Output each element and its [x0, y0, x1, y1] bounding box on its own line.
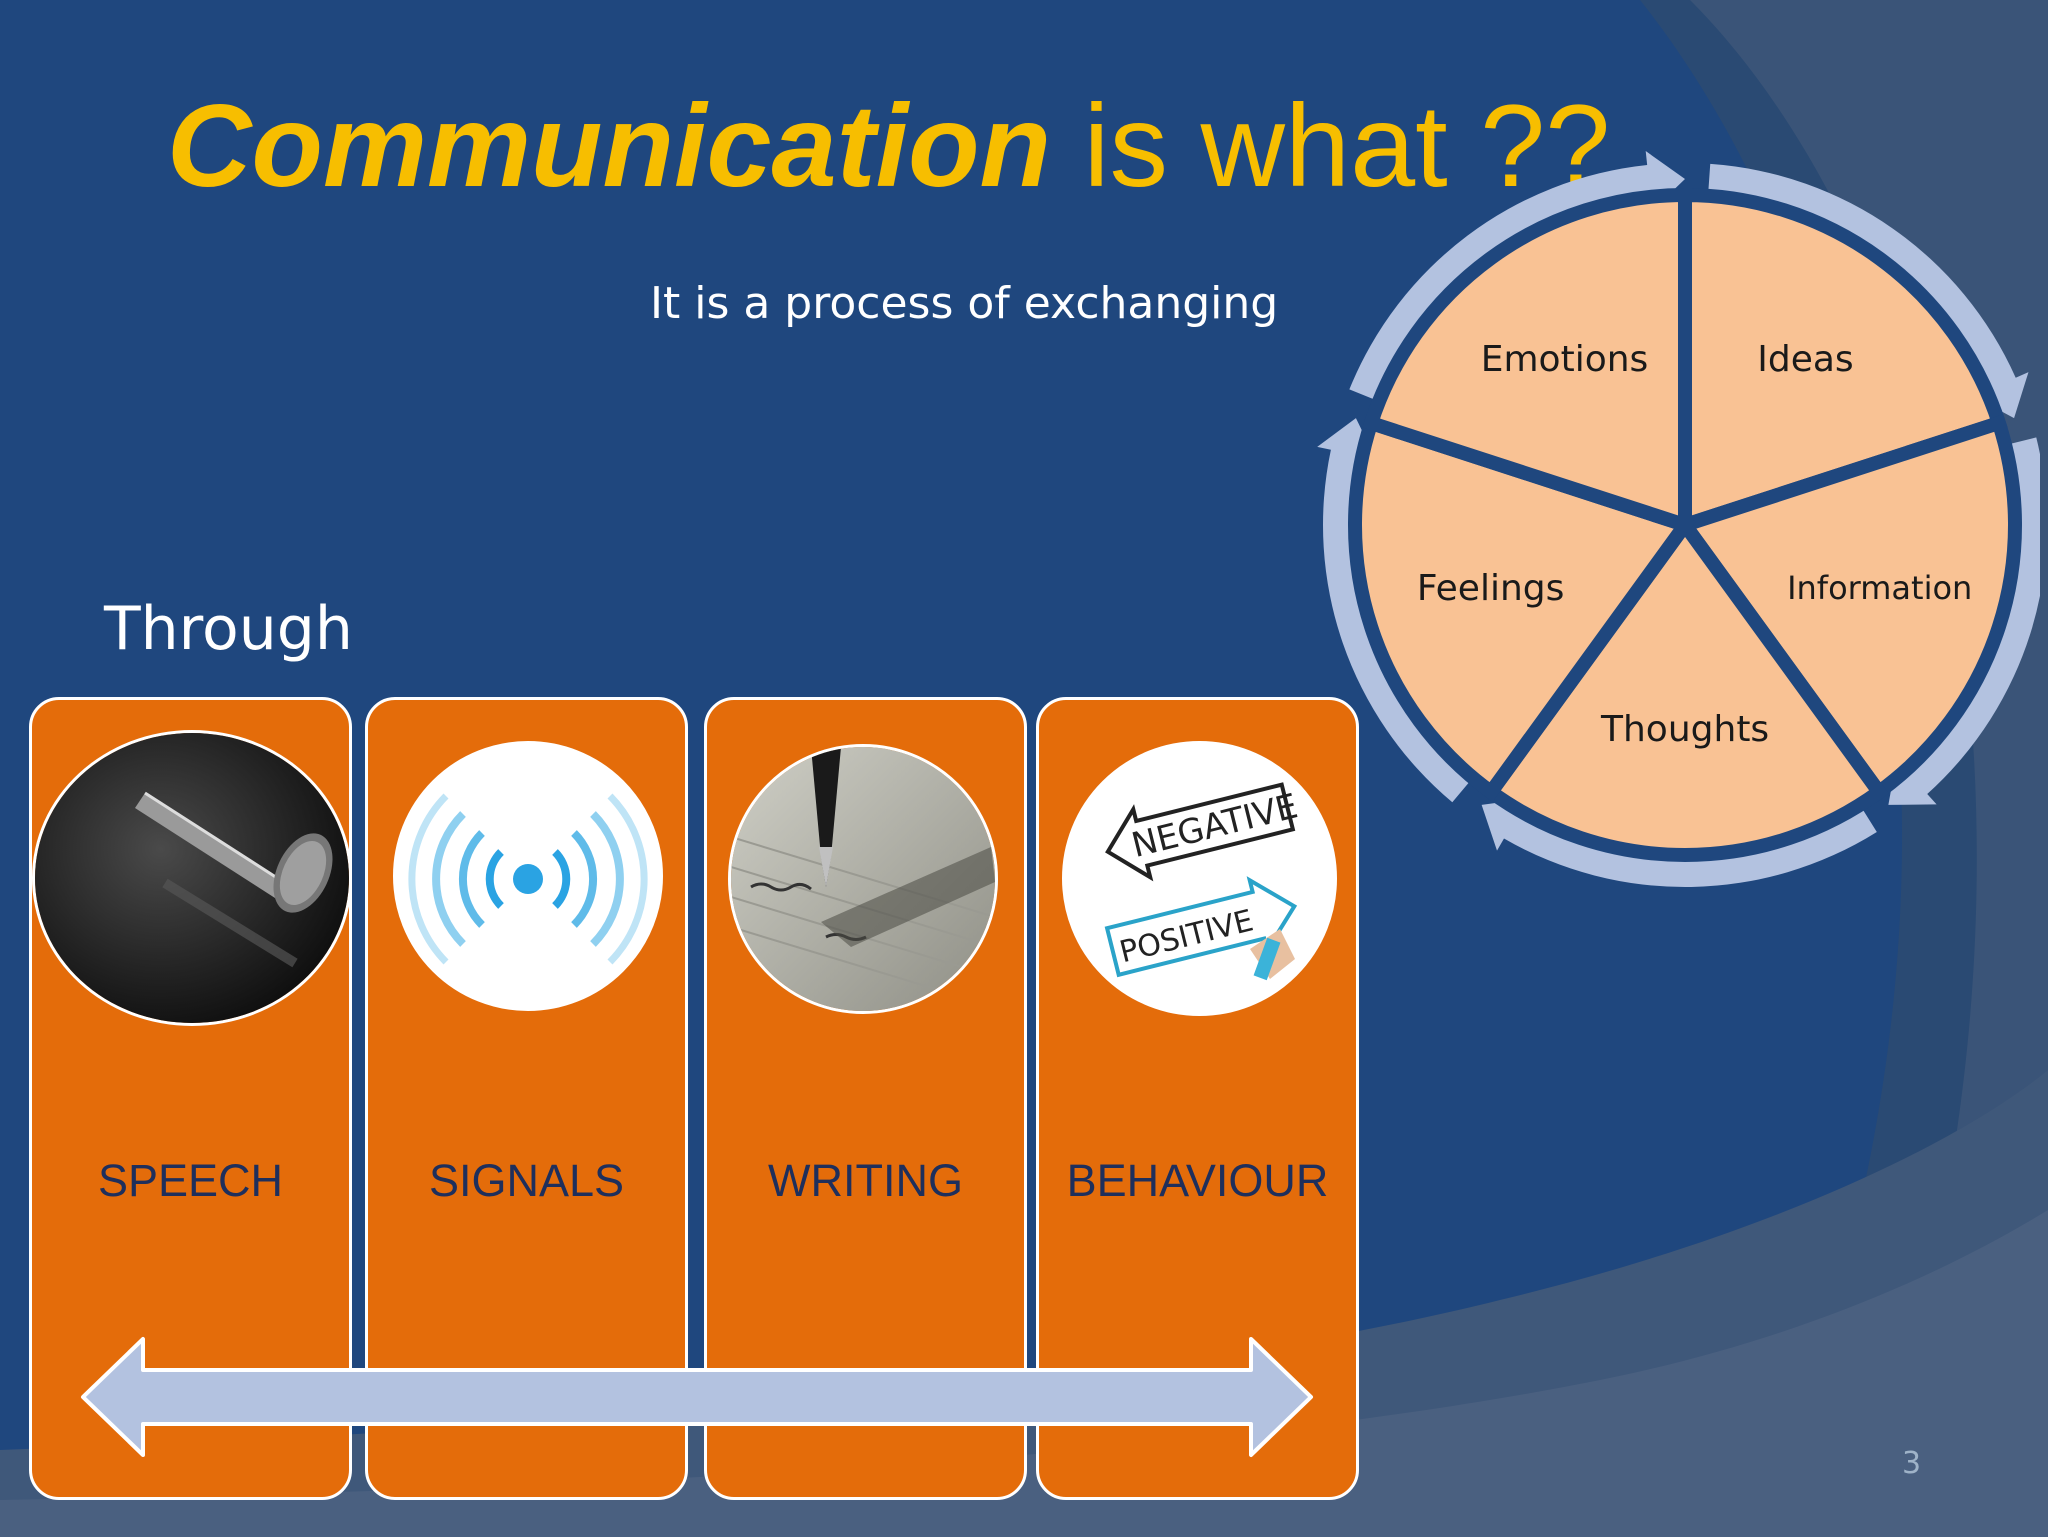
cycle-ring-arrow — [1481, 798, 1877, 887]
page-number: 3 — [1902, 1446, 1922, 1481]
slide-title: Communication is what ?? — [167, 80, 1611, 211]
signal-broadcast-icon — [393, 741, 663, 1011]
cycle-segment — [1481, 513, 1889, 862]
through-label: Through — [104, 594, 353, 664]
microphone-icon — [32, 730, 352, 1026]
cycle-item-emotions: Emotions — [1480, 338, 1649, 380]
title-rest: is what ?? — [1051, 80, 1611, 211]
cycle-segment — [1348, 414, 1697, 802]
cycle-item-feelings: Feelings — [1416, 567, 1565, 609]
double-arrow-icon — [81, 1337, 1313, 1457]
channel-label-writing: WRITING — [768, 1155, 963, 1206]
channel-label-signals: SIGNALS — [428, 1155, 625, 1206]
cycle-segment — [1362, 187, 1692, 535]
channel-label-behaviour: BEHAVIOUR — [1066, 1155, 1329, 1206]
title-emphasis: Communication — [167, 80, 1052, 211]
channel-label-speech: SPEECH — [97, 1155, 284, 1206]
cycle-item-thoughts: Thoughts — [1601, 709, 1770, 751]
cycle-ring-arrow — [1708, 163, 2029, 419]
cycle-item-information: Information — [1787, 569, 1973, 608]
subtitle: It is a process of exchanging — [650, 278, 1279, 329]
exchange-cycle-diagram — [1317, 151, 2040, 887]
cycle-item-ideas: Ideas — [1757, 338, 1854, 380]
cycle-ring — [1317, 151, 2040, 887]
cycle-segments — [1348, 187, 2022, 862]
negative-text: NEGATIVE — [1128, 786, 1302, 866]
fountain-pen-icon — [728, 744, 998, 1014]
negative-positive-signs-icon: NEGATIVE POSITIVE — [1062, 741, 1337, 1016]
cycle-segment — [1673, 414, 2022, 802]
